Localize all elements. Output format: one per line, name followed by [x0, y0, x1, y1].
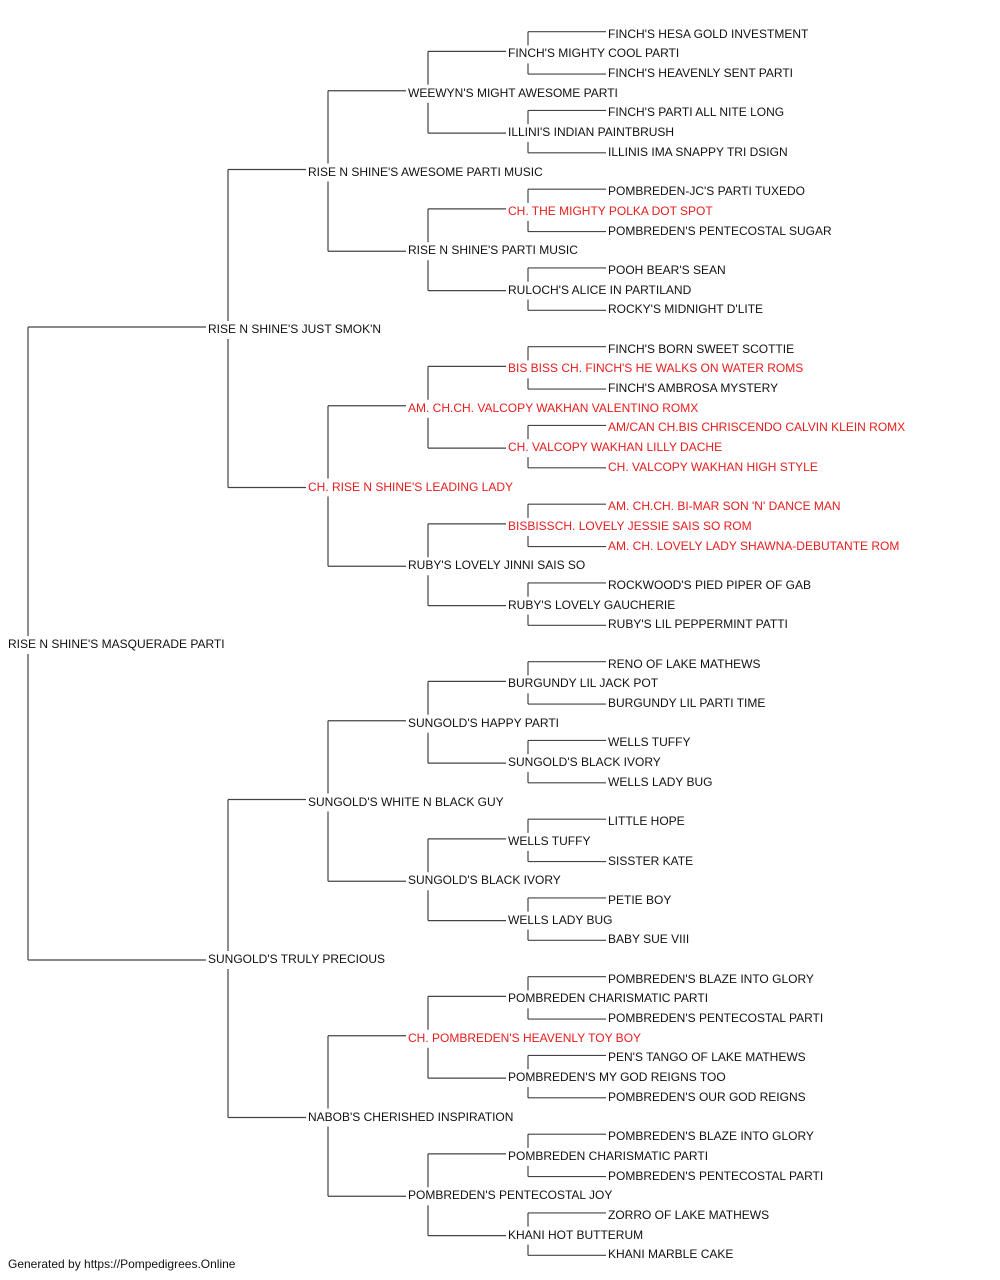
dam-name: KHANI MARBLE CAKE	[608, 1247, 734, 1262]
sire-name: AM. CH.CH. BI-MAR SON 'N' DANCE MAN	[608, 499, 841, 514]
dam-name: POMBREDEN'S PENTECOSTAL PARTI	[608, 1011, 824, 1026]
dam-name: CH. VALCOPY WAKHAN LILLY DACHE	[508, 440, 723, 455]
sire-name: LITTLE HOPE	[608, 814, 685, 829]
dam-name: RUBY'S LIL PEPPERMINT PATTI	[608, 617, 788, 632]
sire-name: BIS BISS CH. FINCH'S HE WALKS ON WATER R…	[508, 361, 804, 376]
sire-name: SUNGOLD'S WHITE N BLACK GUY	[308, 794, 504, 809]
sire-name: RISE N SHINE'S JUST SMOK'N	[208, 322, 382, 336]
sire-name: CH. THE MIGHTY POLKA DOT SPOT	[508, 203, 713, 218]
dam-name: ILLINIS IMA SNAPPY TRI DSIGN	[608, 144, 788, 159]
sire-name: POMBREDEN'S BLAZE INTO GLORY	[608, 1129, 814, 1144]
dam-name: FINCH'S HEAVENLY SENT PARTI	[608, 66, 794, 81]
dam-name: POMBREDEN'S PENTECOSTAL JOY	[408, 1188, 613, 1203]
dam-name: RISE N SHINE'S PARTI MUSIC	[408, 243, 578, 258]
dam-name: ROCKY'S MIDNIGHT D'LITE	[608, 302, 764, 317]
dam-name: KHANI HOT BUTTERUM	[508, 1227, 644, 1242]
dam-name: WELLS LADY BUG	[508, 912, 613, 927]
dam-name: CH. VALCOPY WAKHAN HIGH STYLE	[608, 459, 818, 474]
sire-name: WELLS TUFFY	[508, 833, 591, 848]
sire-name: ZORRO OF LAKE MATHEWS	[608, 1207, 770, 1222]
dam-name: RUBY'S LOVELY GAUCHERIE	[508, 597, 676, 612]
dam-name: RULOCH'S ALICE IN PARTILAND	[508, 282, 692, 297]
dam-name: POMBREDEN'S MY GOD REIGNS TOO	[508, 1070, 726, 1085]
sire-name: BISBISSCH. LOVELY JESSIE SAIS SO ROM	[508, 518, 752, 533]
sire-name: FINCH'S BORN SWEET SCOTTIE	[608, 341, 795, 356]
sire-name: RISE N SHINE'S AWESOME PARTI MUSIC	[308, 164, 543, 179]
sire-name: SUNGOLD'S HAPPY PARTI	[408, 715, 560, 730]
sire-name: PETIE BOY	[608, 892, 672, 907]
dam-name: SUNGOLD'S TRULY PRECIOUS	[208, 952, 385, 966]
dam-name: POMBREDEN'S OUR GOD REIGNS	[608, 1089, 806, 1104]
dam-name: RUBY'S LOVELY JINNI SAIS SO	[408, 558, 586, 573]
sire-name: POMBREDEN CHARISMATIC PARTI	[508, 991, 709, 1006]
dam-name: SISSTER KATE	[608, 853, 694, 868]
dam-name: POMBREDEN'S PENTECOSTAL SUGAR	[608, 223, 832, 238]
dam-name: ILLINI'S INDIAN PAINTBRUSH	[508, 125, 675, 140]
sire-name: AM/CAN CH.BIS CHRISCENDO CALVIN KLEIN RO…	[608, 420, 906, 435]
sire-name: AM. CH.CH. VALCOPY WAKHAN VALENTINO ROMX	[408, 400, 699, 415]
sire-name: RENO OF LAKE MATHEWS	[608, 656, 761, 671]
dam-name: SUNGOLD'S BLACK IVORY	[508, 755, 661, 770]
dam-name: POMBREDEN'S PENTECOSTAL PARTI	[608, 1168, 824, 1183]
sire-name: BURGUNDY LIL JACK POT	[508, 676, 659, 691]
sire-name: WELLS TUFFY	[608, 735, 691, 750]
sire-name: FINCH'S HESA GOLD INVESTMENT	[608, 26, 809, 41]
sire-name: CH. POMBREDEN'S HEAVENLY TOY BOY	[408, 1030, 642, 1045]
dam-name: SUNGOLD'S BLACK IVORY	[408, 873, 561, 888]
sire-name: POMBREDEN-JC'S PARTI TUXEDO	[608, 184, 805, 199]
sire-name: FINCH'S MIGHTY COOL PARTI	[508, 46, 680, 61]
dam-name: AM. CH. LOVELY LADY SHAWNA-DEBUTANTE ROM	[608, 538, 900, 553]
dam-name: BABY SUE VIII	[608, 932, 690, 947]
dam-name: NABOB'S CHERISHED INSPIRATION	[308, 1109, 514, 1124]
sire-name: WEEWYN'S MIGHT AWESOME PARTI	[408, 85, 618, 100]
sire-name: FINCH'S PARTI ALL NITE LONG	[608, 105, 785, 120]
dam-name: FINCH'S AMBROSA MYSTERY	[608, 381, 779, 396]
sire-name: ROCKWOOD'S PIED PIPER OF GAB	[608, 577, 811, 592]
sire-name: PEN'S TANGO OF LAKE MATHEWS	[608, 1050, 806, 1065]
subject-dog-name: RISE N SHINE'S MASQUERADE PARTI	[8, 637, 225, 651]
generated-by-footer: Generated by https://Pompedigrees.Online	[8, 1257, 236, 1271]
sire-name: POMBREDEN CHARISMATIC PARTI	[508, 1148, 709, 1163]
dam-name: WELLS LADY BUG	[608, 774, 713, 789]
dam-name: CH. RISE N SHINE'S LEADING LADY	[308, 479, 514, 494]
sire-name: POMBREDEN'S BLAZE INTO GLORY	[608, 971, 814, 986]
dam-name: BURGUNDY LIL PARTI TIME	[608, 696, 766, 711]
sire-name: POOH BEAR'S SEAN	[608, 262, 726, 277]
